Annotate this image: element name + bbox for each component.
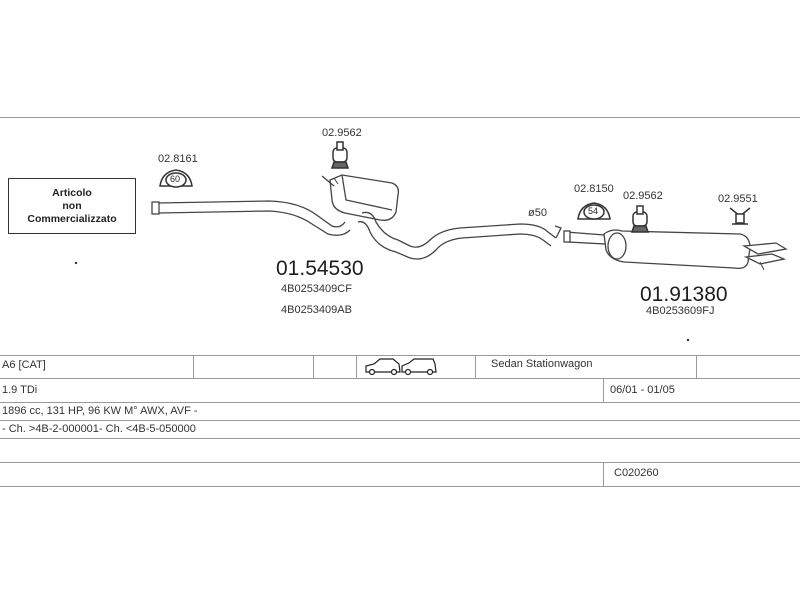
oe-reference: 4B0253409AB <box>281 304 352 316</box>
hanger-clamp-icon <box>330 141 350 169</box>
table-divider <box>603 462 604 486</box>
mount-size: 54 <box>588 206 599 216</box>
mount-code: 02.8150 <box>574 183 614 195</box>
not-marketed-line: non <box>62 199 82 212</box>
table-rule <box>0 355 800 356</box>
oe-reference: 4B0253609FJ <box>646 305 715 317</box>
pipe-diameter: ø50 <box>528 207 547 219</box>
leader-marks <box>333 177 765 271</box>
body-types: Sedan Stationwagon <box>491 358 593 370</box>
table-divider <box>313 355 314 378</box>
mount-code: 02.9562 <box>322 127 362 139</box>
part-number: 01.91380 <box>640 283 728 306</box>
hanger-clamp-icon <box>630 205 650 233</box>
rubber-ring-mount-icon <box>159 169 193 188</box>
connecting-pipe <box>357 211 562 260</box>
table-divider <box>603 378 604 402</box>
table-rule <box>0 486 800 487</box>
not-marketed-line: Articolo <box>52 186 92 199</box>
table-rule <box>0 438 800 439</box>
table-divider <box>356 355 357 378</box>
rubber-ring-mount-icon <box>577 202 611 220</box>
front-pipe <box>151 200 351 236</box>
mount-code: 02.8161 <box>158 153 198 165</box>
engine-specs: 1896 cc, 131 HP, 96 KW M° AWX, AVF - <box>2 405 198 417</box>
table-rule <box>0 462 800 463</box>
catalog-code: C020260 <box>614 467 659 479</box>
oe-reference: 4B0253409CF <box>281 283 352 295</box>
vehicle-model: A6 [CAT] <box>2 359 46 371</box>
production-years: 06/01 - 01/05 <box>610 384 675 396</box>
table-divider <box>193 355 194 378</box>
wagon-car-icon <box>401 358 437 376</box>
hanger-bracket-icon <box>729 207 751 225</box>
part-number: 01.54530 <box>276 257 364 280</box>
mount-code: 02.9551 <box>718 193 758 205</box>
not-marketed-line: Commercializzato <box>27 212 117 225</box>
chassis-range: - Ch. >4B-2-000001- Ch. <4B-5-050000 <box>2 423 196 435</box>
table-divider <box>475 355 476 378</box>
sedan-car-icon <box>365 358 401 376</box>
mount-code: 02.9562 <box>623 190 663 202</box>
table-rule <box>0 378 800 379</box>
dot-mark <box>686 338 690 342</box>
dot-mark <box>74 261 78 265</box>
table-divider <box>696 355 697 378</box>
table-rule <box>0 402 800 403</box>
engine: 1.9 TDi <box>2 384 38 396</box>
middle-silencer <box>321 174 400 221</box>
rear-silencer <box>563 229 788 270</box>
diagram-top-rule <box>0 117 800 118</box>
table-rule <box>0 420 800 421</box>
mount-size: 60 <box>170 174 181 184</box>
not-marketed-box: Articolo non Commercializzato <box>8 178 136 234</box>
